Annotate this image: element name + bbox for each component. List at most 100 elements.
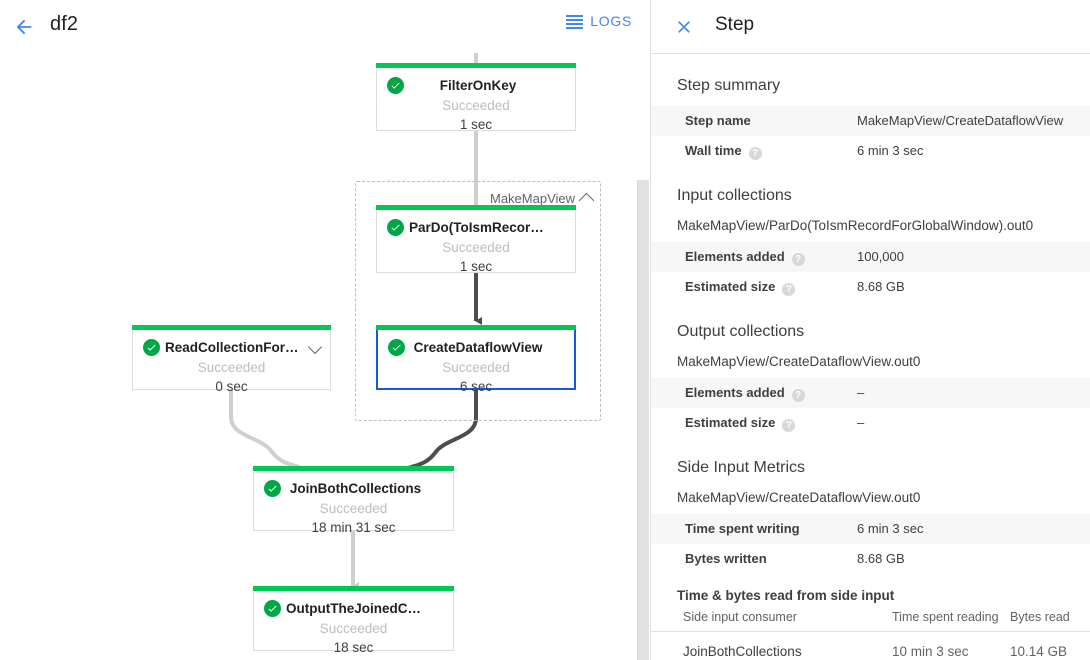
node-status: Succeeded: [197, 360, 266, 375]
node-status-bar: [376, 325, 576, 330]
graph-node-filter-on-key[interactable]: FilterOnKey Succeeded 1 sec: [376, 63, 576, 132]
side-input-read-table-title: Time & bytes read from side input: [677, 588, 895, 603]
cell-side-input-consumer: JoinBothCollections: [651, 631, 892, 660]
spacer: [651, 574, 1090, 588]
top-app-bar: df2 LOGS: [0, 0, 650, 54]
row-value-cell: 6 min 3 sec: [857, 521, 924, 536]
row-value-cell: MakeMapView/CreateDataflowView: [857, 113, 1064, 128]
graph-scrollbar-thumb[interactable]: [637, 180, 649, 660]
help-icon[interactable]: ?: [748, 147, 762, 160]
success-check-icon: [264, 480, 281, 497]
row-key-cell: Elements added?: [651, 378, 853, 408]
node-duration: 18 min 31 sec: [311, 520, 396, 535]
node-title: JoinBothCollections: [289, 481, 422, 496]
row-value-cell: 100,000: [857, 249, 904, 264]
list-icon: [566, 14, 584, 29]
graph-group-name: MakeMapView: [490, 191, 576, 206]
step-panel-body: Step summary Step name MakeMapView/Creat…: [651, 54, 1090, 660]
table-header-row: Side input consumer Time spent reading B…: [651, 607, 1090, 632]
row-key-cell: Estimated size?: [651, 272, 853, 302]
spacer: [651, 166, 1090, 186]
help-icon[interactable]: ?: [782, 283, 796, 296]
graph-node-pardo-toismrecord[interactable]: ParDo(ToIsmRecordFor… Succeeded 1 sec: [376, 205, 576, 274]
table-row: Bytes written 8.68 GB: [651, 544, 1090, 574]
logs-button[interactable]: LOGS: [566, 13, 632, 29]
close-icon[interactable]: [671, 14, 697, 40]
row-key-label: Time spent writing: [685, 521, 800, 536]
spacer: [651, 438, 1090, 458]
table-row: JoinBothCollections 10 min 3 sec 10.14 G…: [651, 631, 1090, 660]
help-icon[interactable]: ?: [782, 419, 796, 432]
row-key-cell: Bytes written: [651, 544, 853, 574]
output-collections-heading: Output collections: [677, 323, 805, 340]
column-header-side-input-consumer: Side input consumer: [651, 607, 892, 632]
graph-node-output-the-joined-collection[interactable]: OutputTheJoinedCollec… Succeeded 18 sec: [253, 586, 454, 655]
column-header-time-spent-reading: Time spent reading: [892, 607, 1010, 632]
side-input-collection-name: MakeMapView/CreateDataflowView.out0: [677, 490, 921, 505]
chevron-up-icon[interactable]: [578, 192, 595, 209]
node-status: Succeeded: [319, 501, 388, 516]
node-status-bar: [253, 586, 454, 591]
table-row: Wall time? 6 min 3 sec: [651, 136, 1090, 166]
row-key-label: Bytes written: [685, 551, 767, 566]
row-value-cell: –: [857, 385, 865, 400]
table-row: Time spent writing 6 min 3 sec: [651, 514, 1090, 544]
node-status: Succeeded: [442, 240, 510, 255]
graph-edges: [229, 53, 482, 590]
output-collections-table: Elements added? – Estimated size? –: [651, 378, 1090, 438]
help-icon[interactable]: ?: [791, 389, 805, 402]
job-graph-canvas[interactable]: MakeMapView FilterOnKey Succeeded 1 sec: [0, 53, 650, 660]
input-collection-name: MakeMapView/ParDo(ToIsmRecordForGlobalWi…: [677, 218, 1034, 233]
side-input-metrics-heading: Side Input Metrics: [677, 459, 806, 476]
node-status: Succeeded: [442, 360, 510, 375]
graph-node-join-both-collections[interactable]: JoinBothCollections Succeeded 18 min 31 …: [253, 466, 454, 535]
node-title: FilterOnKey: [439, 78, 517, 93]
table-row: Elements added? 100,000: [651, 242, 1090, 272]
step-details-pane: Step Step summary Step name MakeMapView/…: [651, 0, 1090, 660]
success-check-icon: [387, 219, 404, 236]
row-value-cell: 8.68 GB: [857, 279, 905, 294]
row-key-label: Step name: [685, 113, 751, 128]
arrow-left-icon[interactable]: [8, 11, 40, 43]
row-value-cell: –: [857, 415, 865, 430]
node-duration: 18 sec: [333, 640, 374, 655]
spacer: [651, 302, 1090, 322]
node-duration: 1 sec: [459, 117, 493, 132]
node-duration: 1 sec: [459, 259, 493, 274]
column-header-bytes-read: Bytes read: [1010, 607, 1090, 632]
node-status-bar: [376, 63, 576, 68]
row-value-cell: 6 min 3 sec: [857, 143, 924, 158]
input-collections-heading: Input collections: [677, 187, 792, 204]
row-key-cell: Estimated size?: [651, 408, 853, 438]
page-title: df2: [50, 13, 79, 35]
help-icon[interactable]: ?: [791, 253, 805, 266]
row-key-cell: Wall time?: [651, 136, 853, 166]
table-row: Estimated size? –: [651, 408, 1090, 438]
node-title: OutputTheJoinedCollec…: [286, 601, 452, 616]
step-summary-heading: Step summary: [677, 77, 781, 94]
graph-node-read-collection-for-join[interactable]: ReadCollectionForJoin Succeeded 0 sec: [132, 325, 331, 394]
cell-bytes-read: 10.14 GB: [1010, 631, 1090, 660]
side-input-metrics-table: Time spent writing 6 min 3 sec Bytes wri…: [651, 514, 1090, 574]
row-key-label: Estimated size: [685, 415, 776, 430]
output-collection-name: MakeMapView/CreateDataflowView.out0: [677, 354, 921, 369]
input-collections-table: Elements added? 100,000 Estimated size? …: [651, 242, 1090, 302]
success-check-icon: [143, 339, 160, 356]
graph-group-label-makemapview[interactable]: MakeMapView: [490, 191, 595, 209]
row-key-cell: Time spent writing: [651, 514, 853, 544]
side-input-read-table: Side input consumer Time spent reading B…: [651, 607, 1090, 660]
success-check-icon: [387, 77, 404, 94]
table-row: Estimated size? 8.68 GB: [651, 272, 1090, 302]
node-title: ReadCollectionForJoin: [165, 340, 313, 355]
row-key-label: Estimated size: [685, 279, 776, 294]
graph-node-create-dataflow-view[interactable]: CreateDataflowView Succeeded 6 sec: [376, 325, 576, 394]
row-key-cell: Elements added?: [651, 242, 853, 272]
node-status-bar: [376, 205, 576, 210]
row-value-cell: 8.68 GB: [857, 551, 905, 566]
step-summary-table: Step name MakeMapView/CreateDataflowView…: [651, 106, 1090, 166]
graph-group-makemapview[interactable]: [355, 181, 601, 421]
node-status: Succeeded: [442, 98, 510, 113]
node-status-bar: [132, 325, 331, 330]
node-status: Succeeded: [319, 621, 388, 636]
